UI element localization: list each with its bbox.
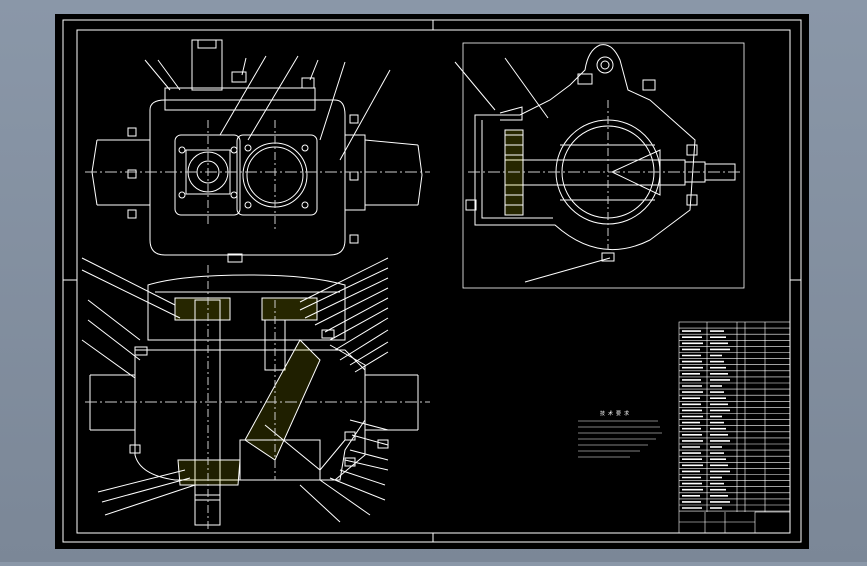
bottom-left-section	[81, 257, 430, 530]
top-left-view	[85, 39, 430, 263]
notes-title: 技 术 要 求	[600, 410, 629, 417]
outer-frame	[62, 19, 802, 543]
technical-notes: 技 术 要 求	[578, 410, 662, 458]
parts-list-table	[678, 321, 791, 534]
top-right-view	[454, 42, 745, 289]
drawing-sheet	[55, 14, 809, 549]
